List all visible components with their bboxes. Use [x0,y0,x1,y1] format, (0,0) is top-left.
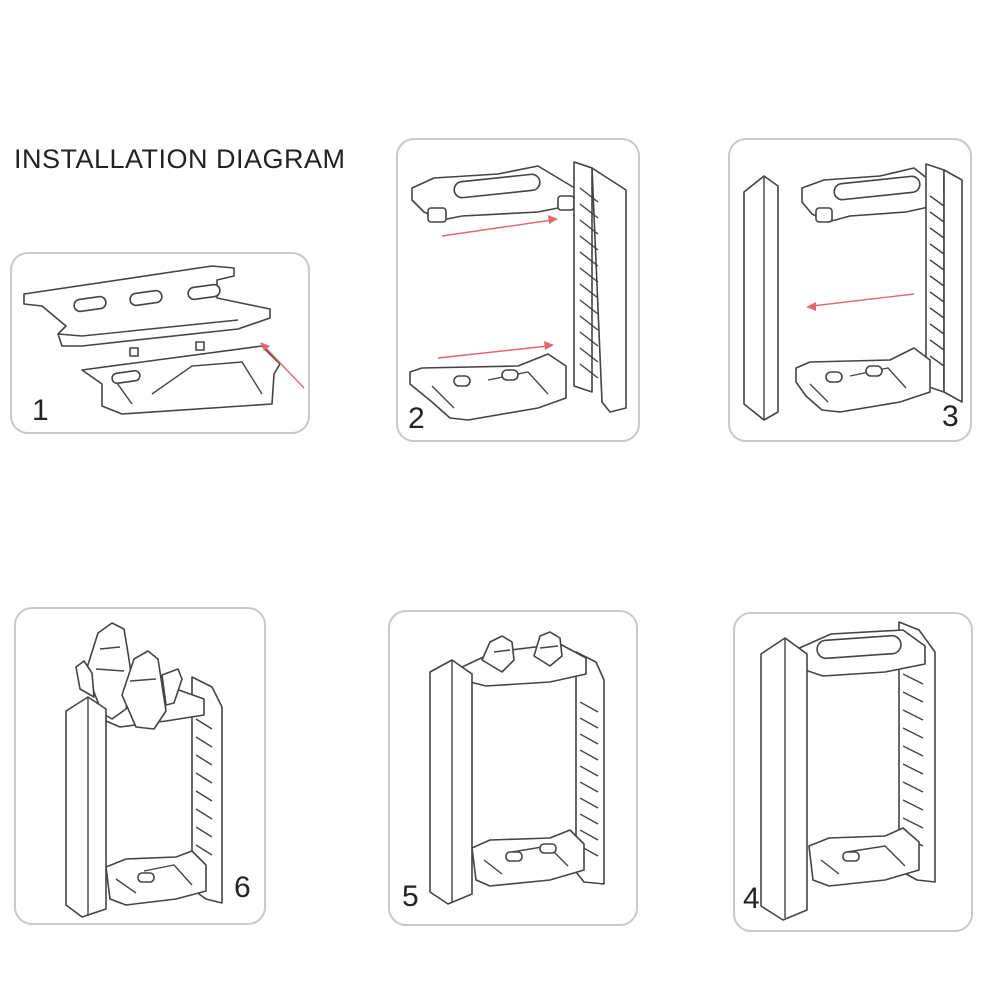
step-2-illustration [409,161,627,421]
step-number: 5 [402,880,419,913]
step-3-panel: 3 [728,138,972,442]
step-6-panel: 6 [14,607,266,925]
step-5-illustration [429,631,605,905]
step-number: 3 [942,400,959,433]
step-6-illustration [65,622,223,918]
step-number: 2 [408,402,425,435]
step-1-illustration [23,265,305,415]
step-number: 1 [32,394,49,427]
step-4-panel: 4 [733,612,973,932]
step-5-panel: 5 [388,610,638,926]
diagram-title: INSTALLATION DIAGRAM [14,144,346,174]
step-1-panel: 1 [10,252,310,434]
step-2-panel: 2 [396,138,640,442]
step-number: 4 [743,882,760,915]
step-number: 6 [234,871,251,904]
step-4-illustration [760,621,936,921]
step-3-illustration [743,163,963,421]
